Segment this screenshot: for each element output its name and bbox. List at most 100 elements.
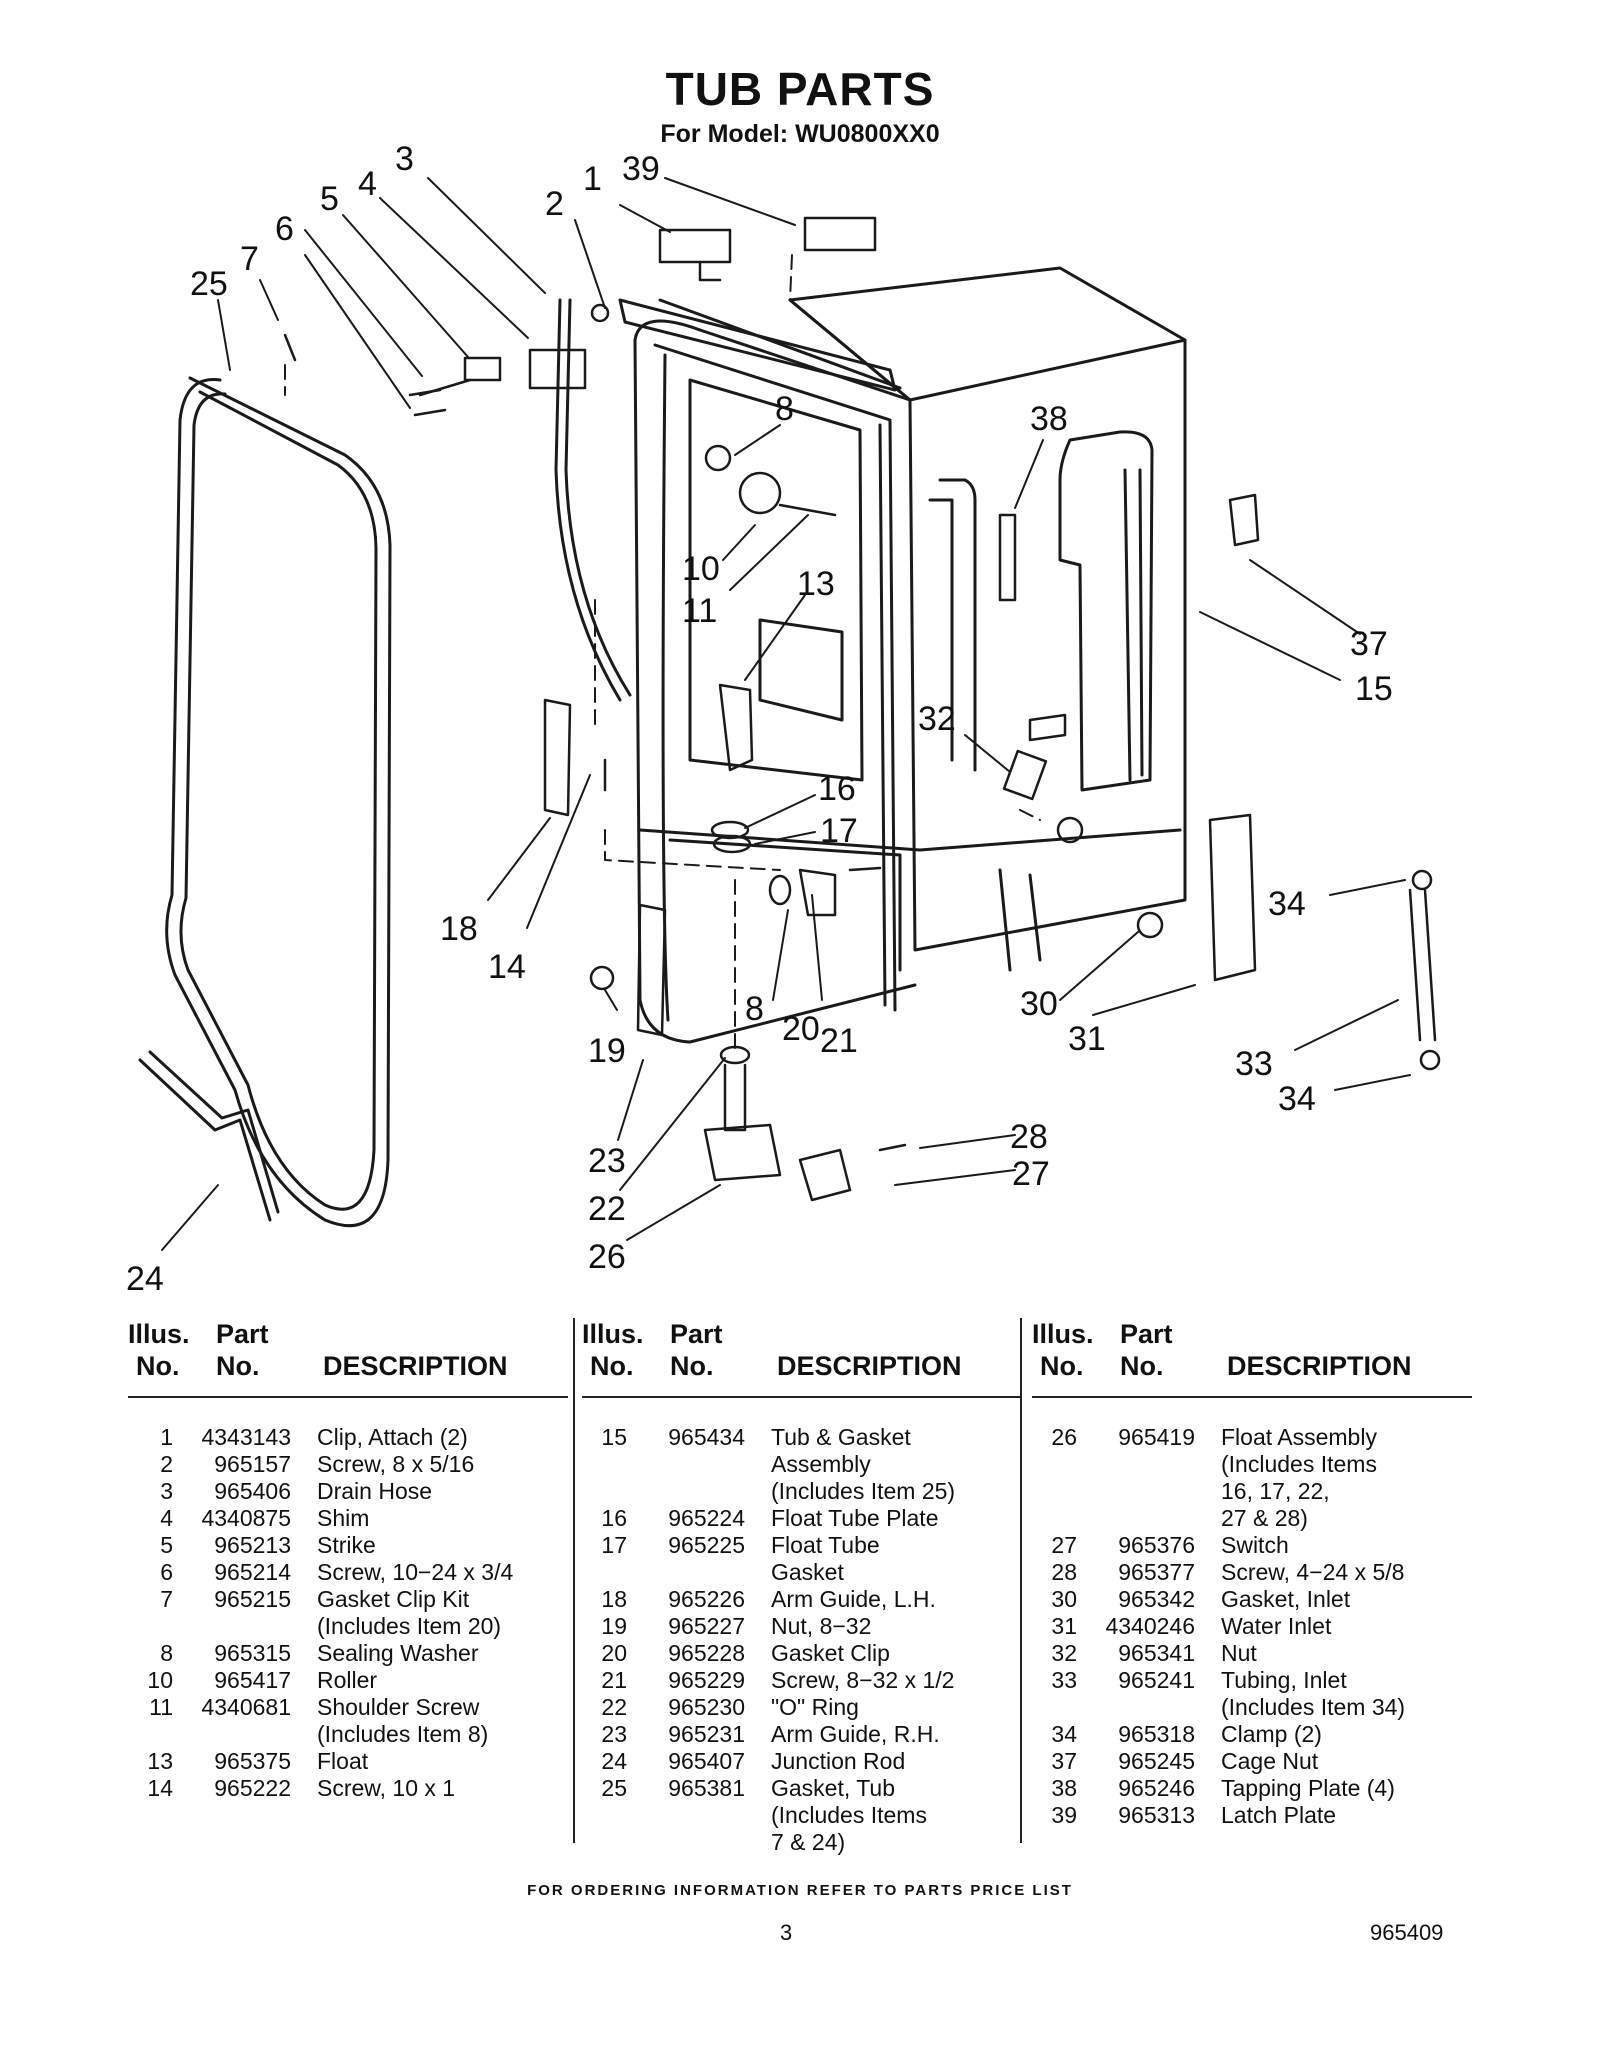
callout-label: 11 <box>682 592 717 630</box>
table-row: 17 965225 Float Tube Gasket <box>582 1532 1022 1586</box>
part-description: Gasket Clip <box>771 1640 890 1666</box>
ordering-footer: FOR ORDERING INFORMATION REFER TO PARTS … <box>527 1882 1073 1899</box>
illus-number: 3 <box>160 1478 173 1504</box>
illus-number: 13 <box>147 1748 173 1774</box>
part-description: Arm Guide, L.H. <box>771 1586 936 1612</box>
callout-label: 22 <box>588 1190 626 1228</box>
illus-number: 1 <box>160 1424 173 1450</box>
callout-label: 8 <box>775 390 794 428</box>
callout-label: 20 <box>782 1010 820 1048</box>
part-description: "O" Ring <box>771 1694 859 1720</box>
callout-label: 37 <box>1350 625 1388 663</box>
part-description: Clip, Attach (2) <box>317 1424 468 1450</box>
part-description: Shoulder Screw (Includes Item 8) <box>317 1694 489 1747</box>
page-number: 3 <box>780 1920 793 1945</box>
illus-number: 33 <box>1051 1667 1077 1693</box>
part-description: Junction Rod <box>771 1748 906 1774</box>
callout-label: 34 <box>1278 1080 1316 1118</box>
part-description: Strike <box>317 1532 376 1558</box>
part-description: Tubing, Inlet (Includes Item 34) <box>1221 1667 1406 1720</box>
tub-gasket-drawing <box>165 376 392 1228</box>
callout-label: 33 <box>1235 1045 1273 1083</box>
callout-label: 16 <box>818 770 856 808</box>
part-number: 965214 <box>214 1559 291 1585</box>
illus-number: 27 <box>1051 1532 1077 1558</box>
part-number: 965341 <box>1118 1640 1195 1666</box>
illus-number: 7 <box>160 1586 173 1612</box>
illus-number: 4 <box>160 1505 173 1531</box>
callout-label: 26 <box>588 1238 626 1276</box>
illus-number: 32 <box>1051 1640 1077 1666</box>
callout-label: 28 <box>1010 1118 1048 1156</box>
part-number: 965226 <box>668 1586 745 1612</box>
callout-label: 2 <box>545 185 564 223</box>
part-description: Clamp (2) <box>1221 1721 1322 1747</box>
illus-number: 17 <box>601 1532 627 1558</box>
exploded-parts-diagram: 3912345672583810111337153216171814348203… <box>126 140 1441 1298</box>
table-header: Illus. No. Part No. DESCRIPTION <box>1032 1318 1472 1398</box>
callout-label: 13 <box>797 565 835 603</box>
part-number: 965315 <box>214 1640 291 1666</box>
illus-number: 22 <box>601 1694 627 1720</box>
callout-label: 18 <box>440 910 478 948</box>
illus-number: 37 <box>1051 1748 1077 1774</box>
part-description: Float <box>317 1748 369 1774</box>
part-number: 965225 <box>668 1532 745 1558</box>
callout-label: 1 <box>583 160 602 198</box>
illus-number: 10 <box>147 1667 173 1693</box>
part-number: 965215 <box>214 1586 291 1612</box>
callout-label: 38 <box>1030 400 1068 438</box>
part-number: 965246 <box>1118 1775 1195 1801</box>
part-description: Float Tube Gasket <box>771 1532 880 1585</box>
callout-label: 19 <box>588 1032 626 1070</box>
part-description: Screw, 10−24 x 3/4 <box>317 1559 514 1585</box>
drain-hose-drawing <box>554 298 622 702</box>
part-number: 965245 <box>1118 1748 1195 1774</box>
callout-label: 31 <box>1068 1020 1106 1058</box>
callout-label: 25 <box>190 265 228 303</box>
illus-number: 34 <box>1051 1721 1077 1747</box>
part-number: 4340246 <box>1105 1613 1195 1639</box>
callout-label: 14 <box>488 948 526 986</box>
part-description: Screw, 8 x 5/16 <box>317 1451 475 1477</box>
model-subtitle: For Model: WU0800XX0 <box>660 120 940 148</box>
callout-label: 27 <box>1012 1155 1050 1193</box>
part-number: 965376 <box>1118 1532 1195 1558</box>
page-title: TUB PARTS <box>665 63 935 115</box>
part-number: 965406 <box>214 1478 291 1504</box>
illus-number: 21 <box>601 1667 627 1693</box>
part-description: Drain Hose <box>317 1478 433 1504</box>
part-description: Float Assembly (Includes Items 16, 17, 2… <box>1221 1424 1377 1531</box>
part-number: 965228 <box>668 1640 745 1666</box>
callout-label: 32 <box>918 700 956 738</box>
callout-label: 10 <box>682 550 720 588</box>
illus-number: 38 <box>1051 1775 1077 1801</box>
part-description: Gasket, Inlet <box>1221 1586 1351 1612</box>
illus-number: 28 <box>1051 1559 1077 1585</box>
